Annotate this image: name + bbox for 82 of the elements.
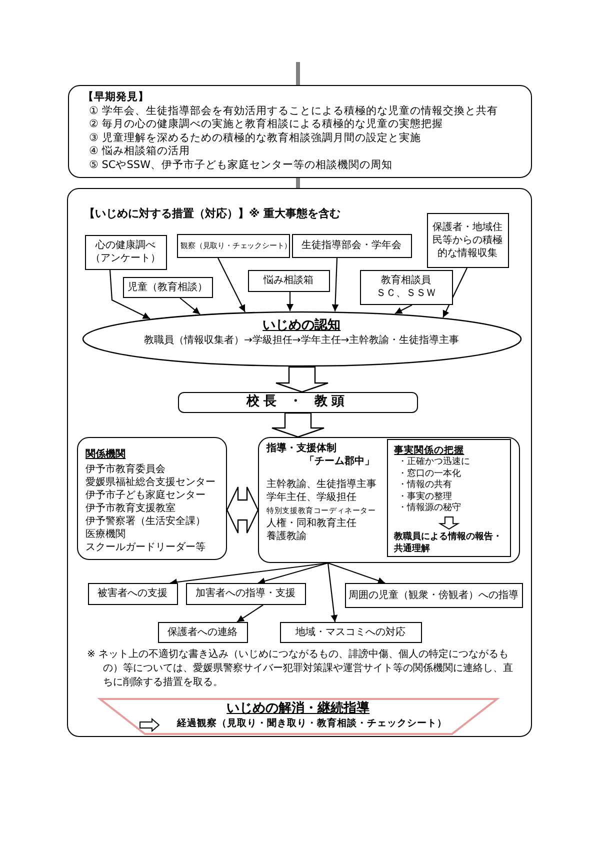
action-box (158, 622, 248, 643)
connector-line (296, 62, 300, 85)
action-box (280, 622, 422, 643)
box-text: 周囲の児童（観衆・傍観者）への指導 (348, 588, 519, 602)
list-item: 伊予警察署（生活安全課） (86, 514, 206, 528)
box-text: 校長 ・ 教頭 (246, 394, 349, 410)
block-arrow (226, 486, 259, 534)
arrow (236, 604, 264, 622)
summary-text: ・情報の共有 (398, 480, 452, 492)
list-item: 養護教諭 (266, 530, 307, 543)
heading: 事実関係の把握 (394, 444, 464, 456)
list-item: ③ 児童理解を深めるための積極的な教育相談強調月間の設定と実施 (89, 132, 421, 145)
box-text: 悩み相談箱 (264, 274, 314, 288)
arrow (394, 304, 412, 314)
connector-line (296, 178, 300, 188)
arrow (327, 562, 338, 622)
box-text: 心の健康調べ（アンケート） (90, 239, 162, 266)
list-item: ④ 悩み相談箱の活用 (89, 145, 190, 158)
heading: 【いじめに対する措置（対応）】※ 重大事態を含む (84, 207, 341, 220)
subheading: 「チーム郡中」 (304, 454, 375, 468)
flow-text: 教職員（情報収集者）→学級担任→学年主任→主幹教諭・生徒指導主事 (144, 334, 460, 347)
principal-box (178, 392, 418, 413)
response-panel (67, 188, 532, 737)
list-item: ・正確かつ迅速に (398, 457, 470, 468)
block-arrow (271, 412, 325, 438)
heading: 指導・支援体制 (266, 442, 337, 455)
source-box (122, 276, 213, 298)
list-item: 学年主任、学級担任 (266, 490, 357, 504)
source-box (248, 270, 330, 292)
arrow (180, 298, 200, 315)
follow-up-text: 経過観察（見取り・聞き取り・教育相談・チェックシート） (177, 716, 448, 730)
resolution-band (100, 698, 497, 735)
heading: いじめの認知 (262, 318, 341, 334)
list-item: ② 毎月の心の健康調べの実施と教育相談による積極的な児童の実態把握 (89, 118, 443, 132)
box-text: 加害者への指導・支援 (196, 587, 296, 600)
action-box (186, 582, 306, 605)
box-text: 地域・マスコミへの対応 (296, 626, 406, 639)
list-item: ⑤ SCやSSW、伊予市子ども家庭センター等の相談機関の周知 (89, 158, 392, 172)
early-detection-panel (68, 85, 532, 178)
arrow (218, 258, 246, 312)
source-box (426, 212, 509, 268)
block-arrow (275, 366, 329, 393)
support-system-box (258, 436, 520, 563)
list-item: スクールガードリーダー等 (86, 540, 206, 554)
heading: 【早期発見】 (83, 91, 149, 104)
arrow (442, 268, 468, 318)
footnote-text: ※ ネット上の不適切な書き込み（いじめにつながるもの、誹謗中傷、個人の特定につながるもの）等については、愛媛県警察サイバー犯罪対策課や運営サイト等の関係機関に連絡し、直ちに削除する措置を取る。 (87, 648, 513, 690)
box-text: 児童（教育相談） (128, 280, 208, 294)
recognition-ellipse (82, 310, 522, 367)
box-text: 保護者への連絡 (168, 626, 238, 639)
box-text: ＳＣ、ＳＳＷ (376, 287, 436, 300)
arrow (109, 270, 150, 320)
list-item: 愛媛県福祉総合支援センター (86, 476, 216, 489)
source-box (84, 234, 167, 270)
box-text: 生徒指導部会・学年会 (302, 239, 402, 252)
list-item: 伊予市教育支援教室 (86, 502, 176, 515)
box-text: 保護者・地域住民等からの積極的な情報収集 (432, 220, 504, 260)
summary-text: ・窓口の一本化 (398, 468, 462, 480)
list-item: 人権・同和教育主任 (266, 516, 357, 530)
list-item: ① 学年会、生徒指導部会を有効活用することによる積極的な児童の情報交換と共有 (89, 104, 498, 118)
list-item: 医療機関 (86, 528, 126, 541)
action-box (344, 582, 523, 608)
heading: いじめの解消・継続指導 (226, 700, 370, 717)
heading: 関係機関 (86, 448, 126, 461)
action-box (88, 582, 178, 605)
source-box (292, 234, 412, 258)
agencies-box (76, 436, 227, 560)
box-text: 教育相談員 (381, 274, 432, 288)
list-item: 伊予市子ども家庭センター (86, 488, 206, 502)
summary-text: ・事実の整理 (398, 492, 452, 502)
source-box (176, 234, 290, 258)
arrow (328, 562, 386, 584)
summary-text: 教職員による情報の報告・共通理解 (394, 530, 504, 555)
arrow (332, 258, 339, 312)
arrow (286, 292, 294, 312)
arrow (258, 562, 328, 584)
box-text: 被害者への支援 (98, 587, 168, 600)
fact-finding-box (387, 439, 512, 558)
summary-text: ・情報源の秘守 (398, 503, 462, 515)
list-item: 主幹教諭、生徒指導主事 (266, 478, 377, 491)
source-box (360, 270, 453, 305)
list-item: 伊予市教育委員会 (86, 462, 166, 476)
